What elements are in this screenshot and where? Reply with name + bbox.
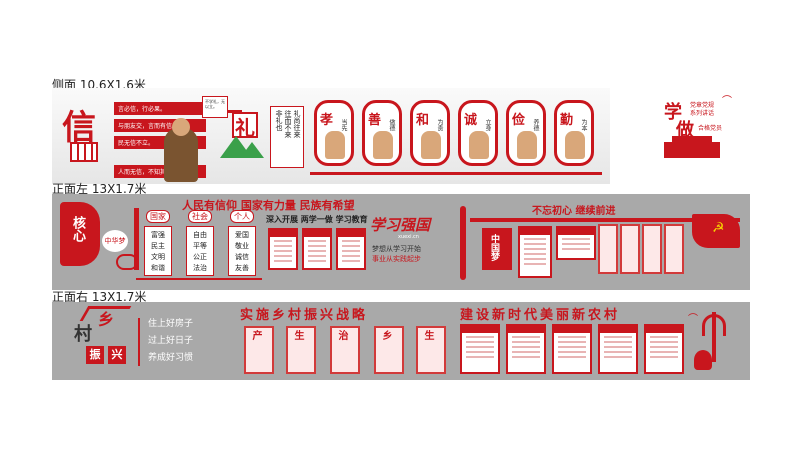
- front-right-label: 正面右 13X1.7米: [52, 290, 147, 304]
- party-poster: [620, 224, 640, 274]
- poem-line: 养成好习惯: [148, 353, 194, 363]
- xuezuo-logo: 学 做 党章党规 系列讲话 合格党员: [660, 96, 730, 166]
- study-sub: 事业从实践起步: [372, 255, 421, 263]
- village-badge: 兴: [108, 346, 126, 364]
- virtue-panel: 和为贵: [410, 100, 450, 166]
- ribbon-band: [470, 218, 740, 222]
- xin-character: 信: [62, 108, 96, 148]
- dream-board: [518, 226, 552, 278]
- virtue-base-rail: [310, 172, 602, 175]
- values-column: 自由平等公正法治: [186, 226, 214, 276]
- study-board: [302, 228, 332, 270]
- party-poster: [642, 224, 662, 274]
- study-sub: 梦想从学习开始: [372, 245, 421, 253]
- virtue-panel: 俭养德: [506, 100, 546, 166]
- bird-icon: ⌒: [722, 96, 732, 107]
- li-note-box: 不学礼，无以立。: [202, 96, 228, 118]
- values-column: 富强民主文明和谐: [144, 226, 172, 276]
- poem-rail: [138, 318, 140, 366]
- xue-character: 学: [664, 102, 682, 123]
- ribbon-band: [460, 206, 466, 280]
- virtue-panel: 诚立身: [458, 100, 498, 166]
- right-slogan: 不忘初心 继续前进: [532, 206, 616, 217]
- rural-board: [598, 324, 638, 374]
- rural-poster: 乡: [374, 326, 404, 374]
- study-board: [268, 228, 298, 270]
- xuezuo-line: 党章党规: [690, 102, 715, 109]
- party-board: [556, 226, 596, 260]
- title-left: 实施乡村振兴战略: [240, 308, 369, 323]
- li-box-line: 往而不来: [284, 110, 292, 138]
- rural-board: [460, 324, 500, 374]
- china-dream-right: 中国梦: [489, 234, 499, 261]
- rural-board: [506, 324, 546, 374]
- bird-icon: ⌒: [688, 314, 698, 325]
- li-seal: [232, 112, 258, 138]
- values-column: 爱国敬业诚信友善: [228, 226, 256, 276]
- li-box-line: 非礼也: [275, 110, 283, 131]
- study-board: [336, 228, 366, 270]
- tiananmen-roof-icon: [672, 136, 712, 142]
- poem-line: 住上好房子: [148, 319, 194, 329]
- values-base-rail: [136, 278, 262, 280]
- xin-line: 言必信，行必果。: [114, 102, 206, 115]
- rural-board: [644, 324, 684, 374]
- front-right-wall: 村 乡 振 兴 住上好房子 过上好日子 养成好习惯 实施乡村振兴战略 建设新时代…: [52, 302, 750, 380]
- study-title: 深入开展 两学一做 学习教育: [266, 215, 368, 224]
- li-vertical-box: 礼尚往来 往而不来 非礼也: [270, 106, 304, 168]
- front-left-label: 正面左 13X1.7米: [52, 182, 147, 196]
- virtue-panel: 善做德: [362, 100, 402, 166]
- tree-branch-icon: [702, 314, 726, 336]
- mountain-icon: [240, 142, 264, 158]
- study-url: xuexi.cn: [398, 234, 419, 240]
- village-char: 村: [74, 324, 92, 345]
- china-dream-box: [482, 228, 512, 270]
- side-wall: 信 言必信，行必果。 与朋友交，言而有信。 民无信不立。 人而无信，不知其可也。…: [52, 88, 610, 184]
- virtue-panel: 孝当先: [314, 100, 354, 166]
- li-note-text: 不学礼，无以立。: [205, 99, 225, 109]
- flame-icon: [694, 350, 712, 370]
- poem-line: 过上好日子: [148, 336, 194, 346]
- values-head: 国家: [146, 210, 170, 223]
- rural-poster: 生: [416, 326, 446, 374]
- rural-poster: 生: [286, 326, 316, 374]
- li-box-line: 礼尚往来: [293, 110, 301, 138]
- confucius-figure: [164, 128, 198, 182]
- values-head: 社会: [188, 210, 212, 223]
- village-char: 乡: [98, 310, 115, 329]
- tree-icon: [712, 312, 716, 362]
- study-logo-text: 学习强国: [370, 216, 431, 234]
- core-flag: [60, 202, 100, 266]
- title-right: 建设新时代美丽新农村: [460, 308, 621, 323]
- values-bracket: [134, 208, 139, 270]
- front-left-wall: 核心 中华梦 人民有信仰 国家有力量 民族有希望 国家 社会 个人 富强民主文明…: [52, 194, 750, 290]
- xuezuo-line: 系列讲话: [690, 110, 715, 117]
- village-badge: 振: [86, 346, 104, 364]
- rural-board: [552, 324, 592, 374]
- rural-poster: 治: [330, 326, 360, 374]
- zuo-character: 做: [676, 120, 694, 141]
- seal-grid-icon: [70, 142, 98, 162]
- front-left-slogan: 人民有信仰 国家有力量 民族有希望: [182, 199, 355, 212]
- poem-block: 住上好房子 过上好日子 养成好习惯: [148, 316, 193, 367]
- rural-poster: 产: [244, 326, 274, 374]
- core-heart-text: 核心: [70, 216, 85, 242]
- hammer-sickle-icon: ☭: [712, 220, 725, 236]
- confucius-head: [172, 118, 190, 136]
- party-flag-icon: [692, 214, 740, 248]
- virtue-panel: 勤为本: [554, 100, 594, 166]
- party-poster: [598, 224, 618, 274]
- li-character: 礼: [235, 116, 255, 140]
- china-dream-seal: 中华梦: [102, 230, 128, 252]
- party-poster: [664, 224, 684, 274]
- xuezuo-line: 合格党员: [698, 125, 723, 132]
- tiananmen-icon: [664, 142, 720, 158]
- values-head: 个人: [230, 210, 254, 223]
